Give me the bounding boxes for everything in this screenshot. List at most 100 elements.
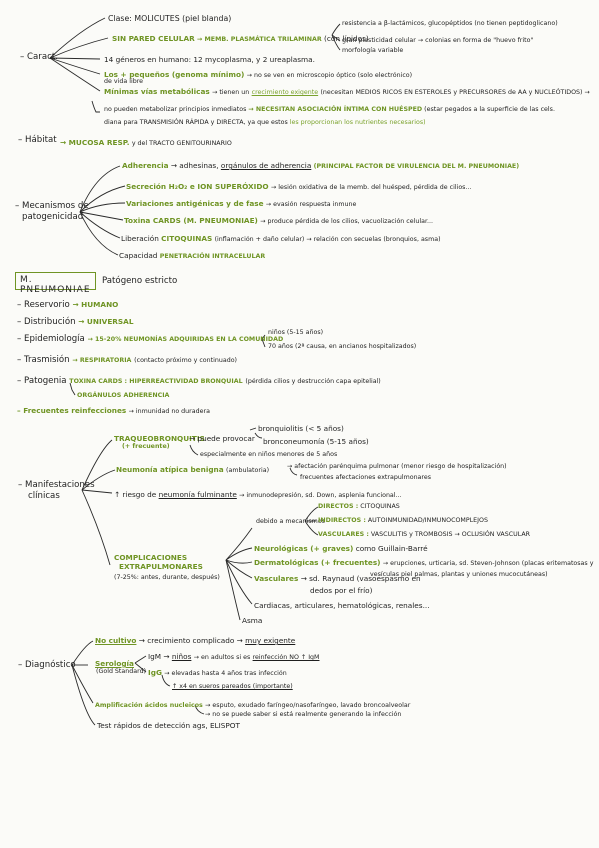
provocar-text: → puede provocar xyxy=(189,434,255,443)
neurologicas-line: Neurológicas (+ graves) como Guillain-Ba… xyxy=(254,544,428,553)
secrecion-label: Secreción H₂O₂ e ION SUPERÓXIDO xyxy=(126,182,269,191)
ancianos-text: 70 años (2ª causa, en ancianos hospitali… xyxy=(268,343,417,350)
frecuente-label: (+ frecuente) xyxy=(122,443,170,450)
traqueobronquitis-label: TRAQUEOBRONQUITIS xyxy=(114,434,205,443)
ninos-label: niños xyxy=(171,652,192,661)
organulos-adherencia: ORGÁNULOS ADHERENCIA xyxy=(77,392,170,399)
asociacion-intima: → NECESITAN ASOCIACIÓN ÍNTIMA CON HUÉSPE… xyxy=(248,106,423,113)
patog-heading-2: patogenicidad xyxy=(22,212,84,222)
contacto-text: (contacto próximo y continuado) xyxy=(134,357,238,364)
asma-text: Asma xyxy=(242,616,263,625)
porcentaje-text: (7-25%: antes, durante, después) xyxy=(114,574,220,581)
autoinmunidad-text: AUTOINMUNIDAD/INMUNOCOMPLEJOS xyxy=(367,517,488,524)
cardiacas-text: Cardiacas, articulares, hematológicas, r… xyxy=(254,601,430,610)
caract-heading: – Caract. xyxy=(20,52,58,62)
toxina-label: Toxina CARDS (M. PNEUMONIAE) xyxy=(124,216,258,225)
ninos-text: niños (5-15 años) xyxy=(268,329,324,336)
elevadas-text: → elevadas hasta 4 años tras infección xyxy=(164,670,287,677)
superficie-text: (estar pegados a la superficie de las ce… xyxy=(424,106,555,113)
neurologicas-label: Neurológicas (+ graves) xyxy=(254,544,354,553)
amplificacion-label: Amplificación ácidos nucleicos xyxy=(95,702,203,709)
medios-ricos-text: (necesitan MEDIOS RICOS EN ESTEROLES y P… xyxy=(320,89,590,96)
inmunidad-text: → inmunidad no duradera xyxy=(128,408,210,415)
epitelial-text: (pérdida cilios y destrucción capa epite… xyxy=(245,378,381,385)
lipidos-label: (con lípidos) xyxy=(324,34,369,43)
ambulatoria-text: (ambulatoria) xyxy=(226,467,270,474)
bronquiolitis-text: bronquiolitis (< 5 años) xyxy=(258,424,344,433)
reservorio-line: – Reservorio → HUMANO xyxy=(17,299,118,311)
cilios-text: → produce pérdida de los cilios, vacuoli… xyxy=(260,218,433,225)
cultivo-label: No cultivo xyxy=(95,636,137,645)
patogenia-label: – Patogenia xyxy=(17,376,67,386)
crecimiento-exigente: crecimiento exigente xyxy=(251,89,319,96)
patog-heading-1: – Mecanismos de xyxy=(15,201,89,211)
mpneumoniae-title-box: M. PNEUMONIAE xyxy=(15,272,96,295)
inflamacion-text: (inflamación + daño celular) → relación … xyxy=(214,236,441,243)
no-saber-text: → no se puede saber si está realmente ge… xyxy=(205,711,402,718)
neumonias-text: → 15-20% NEUMONÍAS ADQUIRIDAS EN LA COMU… xyxy=(87,336,284,343)
adultos-text: → en adultos si es xyxy=(193,654,251,661)
mecanismos-text: debido a mecanismos xyxy=(256,518,325,525)
vasculares-line: VASCULARES : VASCULITIS y TROMBOSIS → OC… xyxy=(318,531,530,539)
manif-heading-1: – Manifestaciones xyxy=(18,480,95,490)
minimas-line: Mínimas vías metabólicas → tienen un cre… xyxy=(104,87,590,97)
evasion-text: → evasión respuesta inmune xyxy=(265,201,357,208)
indirectos-label: INDIRECTOS : xyxy=(318,517,366,524)
nopueden-text: no pueden metabolizar principios inmedia… xyxy=(104,106,247,113)
toxina-cards-text: TOXINA CARDS : HIPERREACTIVIDAD BRONQUIA… xyxy=(69,378,243,385)
secrecion-line: Secreción H₂O₂ e ION SUPERÓXIDO → lesión… xyxy=(126,182,471,192)
serologia-label: Serología xyxy=(95,659,134,668)
plasticidad-text: gran plasticidad celular → colonias en f… xyxy=(342,37,534,44)
distribucion-label: – Distribución xyxy=(17,317,76,327)
patogeno-estricto: Patógeno estricto xyxy=(102,276,178,286)
guillain-text: como Guillain-Barré xyxy=(355,544,428,553)
penetracion-label: PENETRACIÓN INTRACELULAR xyxy=(159,253,266,260)
diagnostico-heading: – Diagnóstico xyxy=(18,660,76,670)
minimas-arrow-text: → tienen un xyxy=(212,89,250,96)
inmunodepresion-text: → inmunodepresión, sd. Down, asplenia fu… xyxy=(239,492,402,499)
fulminante-text: neumonía fulminante xyxy=(158,490,237,499)
vesiculas-text: vesículas piel palmas, plantas y uniones… xyxy=(370,571,548,578)
adherencia-label: Adherencia xyxy=(122,161,169,170)
mpneumoniae-title: M. PNEUMONIAE xyxy=(20,275,91,295)
epidemiologia-label: – Epidemiología xyxy=(17,334,85,344)
capacidad-line: Capacidad PENETRACIÓN INTRACELULAR xyxy=(119,251,265,261)
clase-line: Clase: MOLICUTES (piel blanda) xyxy=(108,14,232,23)
adherencia-line: Adherencia → adhesinas, orgánulos de adh… xyxy=(122,161,519,171)
membrana-label: → MEMB. PLASMÁTICA TRILAMINAR xyxy=(197,36,322,43)
liberacion-label: Liberación xyxy=(121,234,159,243)
diana-line: diana para TRANSMISIÓN RÁPIDA y DIRECTA,… xyxy=(104,119,426,127)
dermatologicas-label: Dermatológicas (+ frecuentes) xyxy=(254,558,381,567)
diana-text: diana para TRANSMISIÓN RÁPIDA y DIRECTA,… xyxy=(104,119,288,126)
igg-line: IgG → elevadas hasta 4 años tras infecci… xyxy=(148,668,287,678)
vasc-clin-line: Vasculares → sd. Raynaud (vasoespasmo en xyxy=(254,574,421,583)
resistencia-text: resistencia a β-lactámicos, glucopéptido… xyxy=(342,20,558,27)
respiratoria-label: → RESPIRATORIA xyxy=(72,357,132,364)
citoquinas-text: CITOQUINAS xyxy=(360,503,400,510)
directos-line: DIRECTOS : CITOQUINAS xyxy=(318,503,400,511)
adhesinas-text: → adhesinas, xyxy=(170,161,219,170)
variaciones-label: Variaciones antigénicas y de fase xyxy=(126,199,264,208)
test-rapidos-text: Test rápidos de detección ags, ELISPOT xyxy=(97,721,241,730)
raynaud-text: → sd. Raynaud (vasoespasmo en xyxy=(300,574,421,583)
directos-label: DIRECTOS : xyxy=(318,503,359,510)
patogenia-line: – Patogenia TOXINA CARDS : HIPERREACTIVI… xyxy=(17,376,381,387)
indirectos-line: INDIRECTOS : AUTOINMUNIDAD/INMUNOCOMPLEJ… xyxy=(318,517,488,525)
riesgo-label: ↑ riesgo de xyxy=(114,490,157,499)
reinfeccion-text: reinfección NO ↑ IgM xyxy=(252,654,320,661)
igm-label: IgM → xyxy=(148,652,170,661)
pequenos-label: Los + pequeños (genoma mínimo) xyxy=(104,70,245,79)
habitat-line: → MUCOSA RESP. y del TRACTO GENITOURINAR… xyxy=(60,138,232,148)
universal-label: → UNIVERSAL xyxy=(78,317,134,326)
morfologia-text: morfología variable xyxy=(342,47,404,54)
nutrientes-text: les proporcionan los nutrientes necesari… xyxy=(289,119,426,126)
menores-text: especialmente en niños menores de 5 años xyxy=(200,451,338,458)
sin-pared-label: SIN PARED CELULAR xyxy=(112,34,195,43)
manif-heading-2: clínicas xyxy=(28,491,60,501)
sin-pared-line: SIN PARED CELULAR → MEMB. PLASMÁTICA TRI… xyxy=(112,34,369,44)
bronconeumonia-text: bronconeumonía (5-15 años) xyxy=(263,437,369,446)
transmision-line: – Trasmisión → RESPIRATORIA (contacto pr… xyxy=(17,355,237,366)
tracto-label: y del TRACTO GENITOURINARIO xyxy=(131,140,232,147)
mucosa-label: → MUCOSA RESP. xyxy=(60,138,130,147)
extrapulmonares-label: EXTRAPULMONARES xyxy=(119,562,203,571)
